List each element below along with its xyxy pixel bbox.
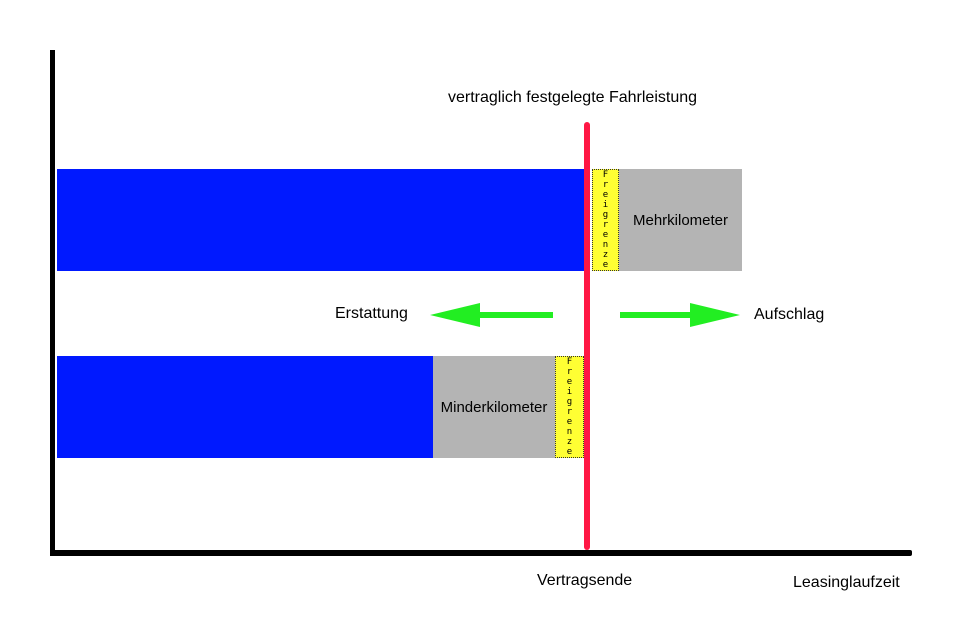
surcharge-label: Aufschlag: [754, 306, 825, 323]
x-axis: [50, 550, 912, 556]
top-extra-km-bar: Mehrkilometer: [619, 169, 742, 271]
lease-term-label: Leasinglaufzeit: [793, 574, 900, 591]
contract-end-label: Vertragsende: [537, 572, 633, 589]
contract-end-line: [584, 122, 590, 550]
refund-arrow-icon: [430, 303, 553, 327]
bottom-mileage-bar: [57, 356, 433, 458]
bottom-shortfall-km-bar: Minderkilometer: [433, 356, 555, 458]
top-mileage-bar: [57, 169, 585, 271]
y-axis: [50, 50, 55, 556]
shortfall-km-label: Minderkilometer: [440, 398, 548, 416]
contract-mileage-title: vertraglich festgelegte Fahrleistung: [448, 89, 698, 106]
refund-label: Erstattung: [335, 305, 408, 322]
extra-km-label: Mehrkilometer: [632, 211, 729, 229]
surcharge-arrow-icon: [620, 303, 740, 327]
